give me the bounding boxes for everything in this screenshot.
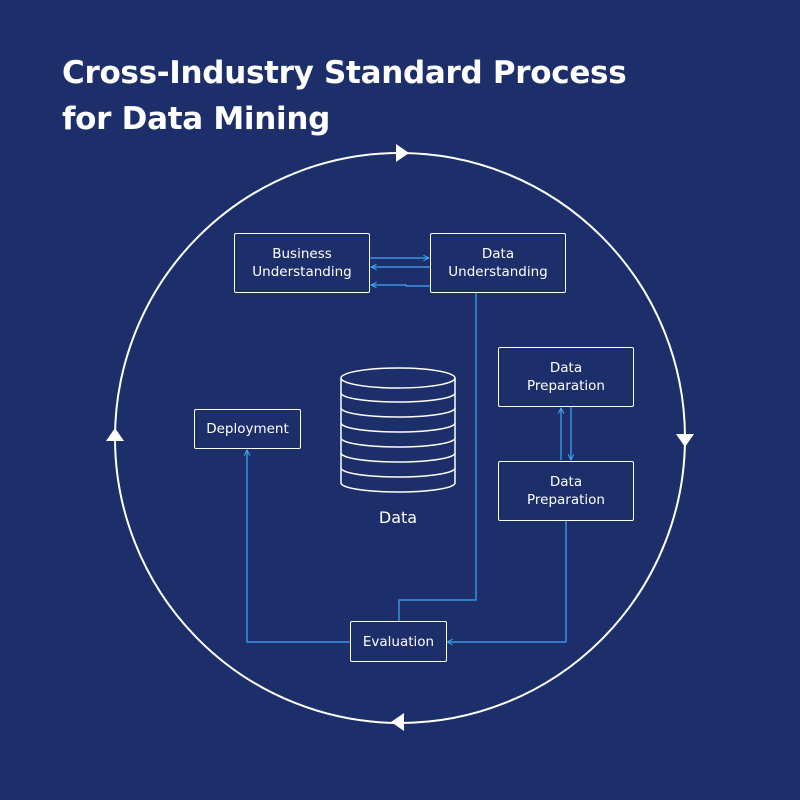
step-label-line: Preparation	[527, 378, 605, 394]
page-title: Cross-Industry Standard Process for Data…	[62, 50, 682, 142]
step-data-understanding: Data Understanding	[430, 233, 566, 293]
database-icon	[340, 367, 456, 493]
step-label-line: Data	[549, 474, 583, 490]
step-label-line: Understanding	[448, 264, 548, 280]
step-label: Evaluation	[362, 633, 435, 650]
step-data-preparation-bottom: Data Preparation	[498, 461, 634, 521]
step-label-line: Data	[481, 246, 515, 262]
connector-preparation-to-evaluation	[447, 520, 567, 642]
arrow-right-icon	[396, 144, 409, 162]
data-store-label: Data	[378, 508, 418, 527]
step-deployment: Deployment	[194, 409, 301, 449]
arrow-down-icon	[676, 434, 694, 447]
step-label-line: Preparation	[527, 492, 605, 508]
connector-evaluation-to-deployment	[247, 450, 350, 643]
arrow-left-icon	[391, 713, 404, 731]
arrow-up-icon	[106, 428, 124, 441]
page-title-line-2: for Data Mining	[62, 101, 330, 137]
step-label-line: Data	[549, 360, 583, 376]
step-label-line: Business	[272, 246, 332, 262]
step-label: Deployment	[206, 421, 289, 437]
step-label-line: Understanding	[252, 264, 352, 280]
page-title-line-1: Cross-Industry Standard Process	[62, 55, 627, 91]
step-business-understanding: Business Understanding	[234, 233, 370, 293]
step-data-preparation-top: Data Preparation	[498, 347, 634, 407]
step-evaluation: Evaluation	[350, 621, 447, 662]
